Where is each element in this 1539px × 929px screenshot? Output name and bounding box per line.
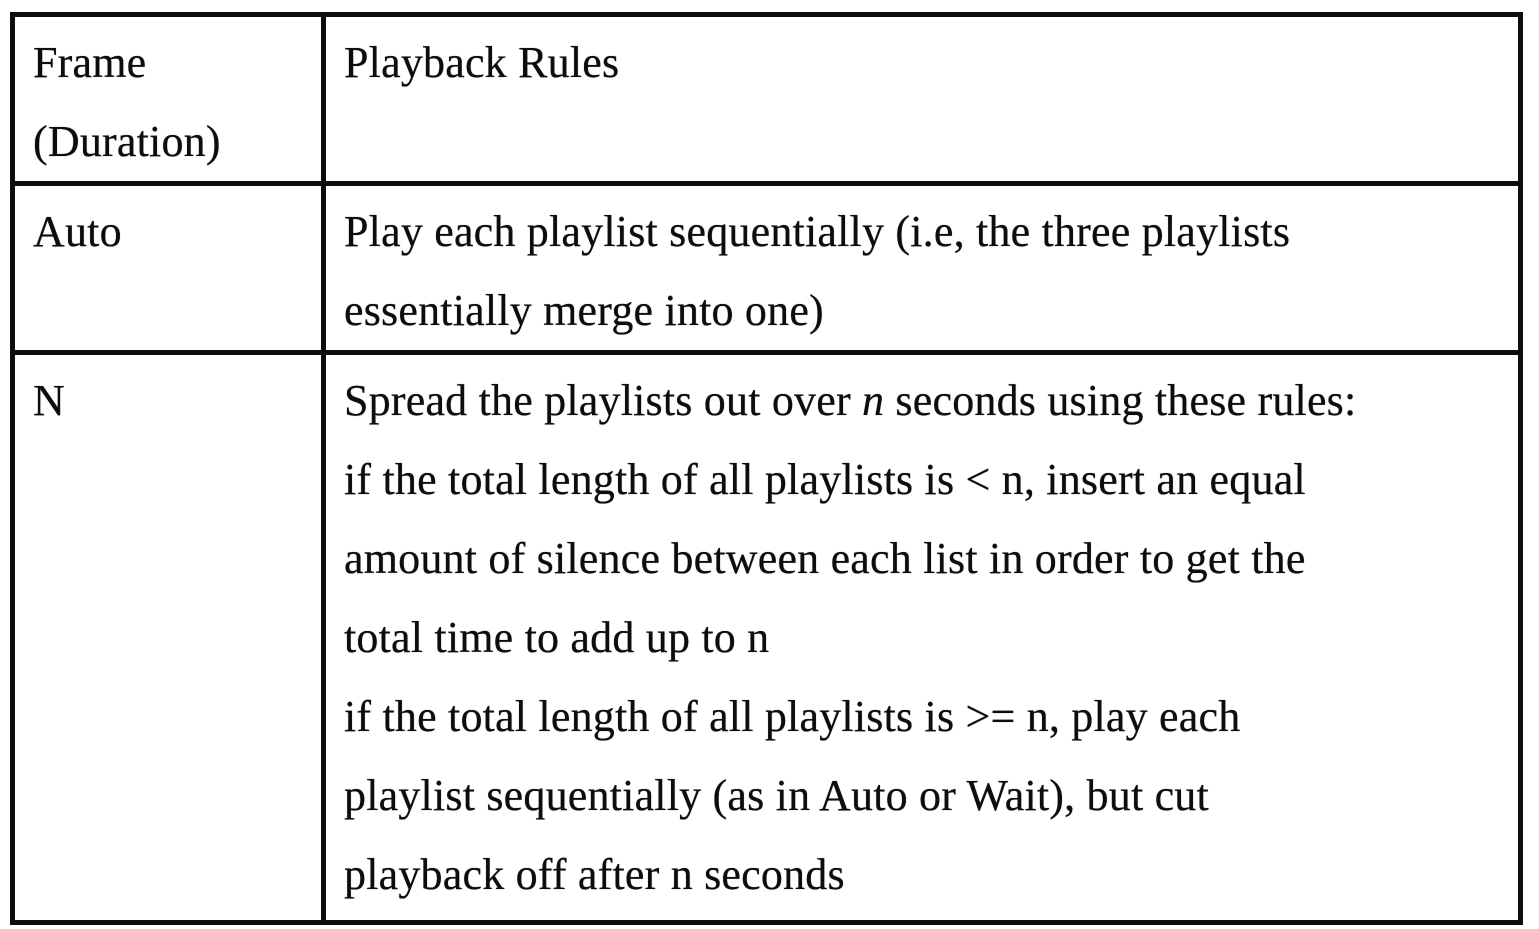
auto-rule-line: essentially merge into one) xyxy=(344,286,824,335)
n-rule-line-1-post: seconds using these rules: xyxy=(884,376,1357,425)
table-row-auto: Auto Play each playlist sequentially (i.… xyxy=(10,181,1523,355)
n-rule-line: if the total length of all playlists is … xyxy=(344,692,1241,741)
auto-frame-label: Auto xyxy=(33,207,122,256)
n-rule-line: playback off after n seconds xyxy=(344,850,845,899)
auto-rules-cell: Play each playlist sequentially (i.e, th… xyxy=(321,181,1523,355)
n-rule-line-1-italic-n: n xyxy=(862,376,885,425)
n-rule-line-1-pre: Spread the playlists out over xyxy=(344,376,863,425)
n-frame-cell: N xyxy=(10,350,326,925)
header-cell-playback-rules: Playback Rules xyxy=(321,12,1523,186)
n-rule-line: amount of silence between each list in o… xyxy=(344,534,1306,583)
header-playback-rules-label: Playback Rules xyxy=(344,38,620,87)
auto-rule-line: Play each playlist sequentially (i.e, th… xyxy=(344,207,1291,256)
n-rule-line: playlist sequentially (as in Auto or Wai… xyxy=(344,771,1209,820)
n-rule-line: total time to add up to n xyxy=(344,613,770,662)
n-rule-line: if the total length of all playlists is … xyxy=(344,455,1306,504)
table-row-n: N Spread the playlists out over n second… xyxy=(10,350,1523,925)
n-rules-cell: Spread the playlists out over n seconds … xyxy=(321,350,1523,925)
header-frame-line2: (Duration) xyxy=(33,117,221,166)
header-cell-frame: Frame (Duration) xyxy=(10,12,326,186)
n-rule-line-1: Spread the playlists out over n seconds … xyxy=(344,361,1508,440)
playback-rules-table-body: Frame (Duration) Playback Rules Auto Pla… xyxy=(10,12,1523,925)
playback-rules-table: Frame (Duration) Playback Rules Auto Pla… xyxy=(10,12,1523,925)
header-frame-line1: Frame xyxy=(33,38,147,87)
n-frame-label: N xyxy=(33,376,65,425)
table-header-row: Frame (Duration) Playback Rules xyxy=(10,12,1523,186)
auto-frame-cell: Auto xyxy=(10,181,326,355)
